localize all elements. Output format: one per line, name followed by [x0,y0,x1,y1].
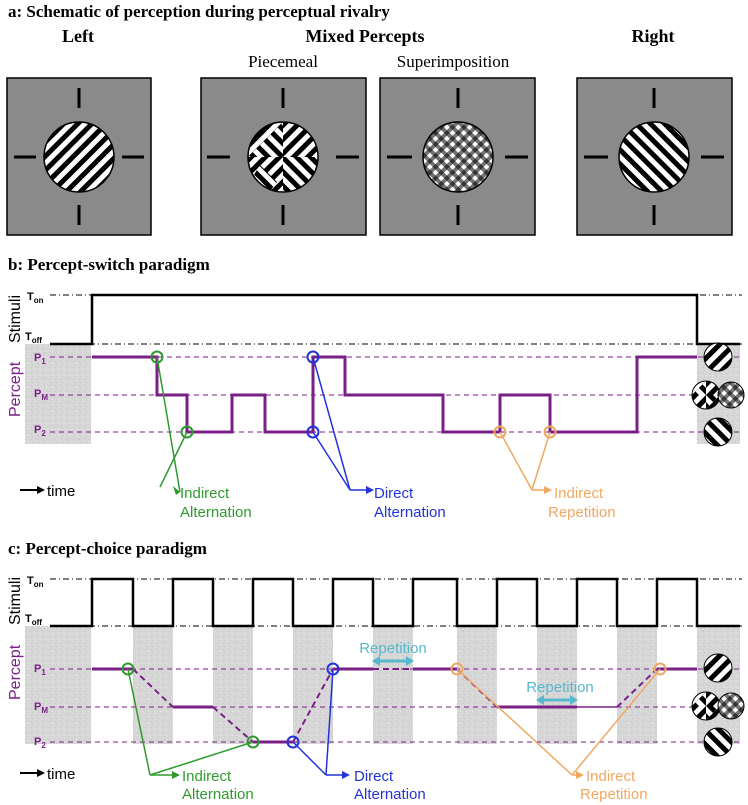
indirect-repetition-annotation [493,425,557,494]
pm-label: PM [34,388,48,402]
repetition-label-2: Repetition [526,679,594,696]
repetition-arrow [372,656,414,666]
percept-trace [92,355,697,434]
t-on-label-c: Ton [27,575,44,589]
p2-label: P2 [34,424,46,438]
ann-b-blue-2: Alternation [374,504,446,521]
percept-icons [691,342,745,447]
time-label-b: time [47,483,75,500]
indirect-repetition-annotation-c [450,662,667,779]
ann-b-orange-2: Repetition [548,504,616,521]
repetition-arrow [536,695,578,705]
percept-trace-c [92,667,697,744]
ann-c-orange-2: Repetition [580,786,648,803]
ann-c-green-1: Indirect [182,768,232,785]
time-arrow-c [20,769,45,777]
ann-c-blue-2: Alternation [354,786,426,803]
stimulus-trace [50,293,740,346]
time-arrow [20,486,45,494]
p1-label-c: P1 [34,663,46,677]
sub-piecemeal-label: Piecemeal [248,52,318,71]
stimulus-trace-c [50,577,740,628]
t-off-label-c: Toff [25,613,42,627]
percept-label-c: Percept [7,644,24,700]
panel-b-title: b: Percept-switch paradigm [8,255,210,274]
p1-label: P1 [34,352,46,366]
col-left-label: Left [62,26,94,46]
percept-icons-c [691,653,745,757]
ann-b-green-1: Indirect [180,485,230,502]
indirect-alternation-annotation-c [121,662,260,779]
off-region [25,344,91,444]
off-regions [25,626,740,744]
stimulus-right [576,77,733,236]
direct-alternation-annotation [306,350,374,494]
panel-a-title: a: Schematic of perception during percep… [8,2,390,21]
t-on-label: Ton [27,291,44,305]
t-off-label: Toff [25,331,42,345]
ann-c-green-2: Alternation [182,786,254,803]
stimulus-left [6,77,152,236]
stimulus-piecemeal [200,77,367,236]
repetition-label-1: Repetition [359,640,427,657]
sub-superimposition-label: Superimposition [397,52,510,71]
time-label-c: time [47,766,75,783]
panel-c-title: c: Percept-choice paradigm [8,539,207,558]
ann-c-orange-1: Indirect [586,768,636,785]
percept-label: Percept [7,361,24,417]
pm-label-c: PM [34,701,48,715]
stimuli-label-c: Stimuli [7,577,24,625]
stimulus-superimposition [379,77,536,236]
stimuli-label: Stimuli [7,295,24,343]
ann-c-blue-1: Direct [354,768,394,785]
ann-b-blue-1: Direct [374,485,414,502]
p2-label-c: P2 [34,736,46,750]
ann-b-green-2: Alternation [180,504,252,521]
ann-b-orange-1: Indirect [554,485,604,502]
col-right-label: Right [631,26,674,46]
direct-alternation-annotation-c [286,662,350,779]
col-mixed-label: Mixed Percepts [305,26,424,46]
indirect-alternation-annotation [150,350,194,495]
